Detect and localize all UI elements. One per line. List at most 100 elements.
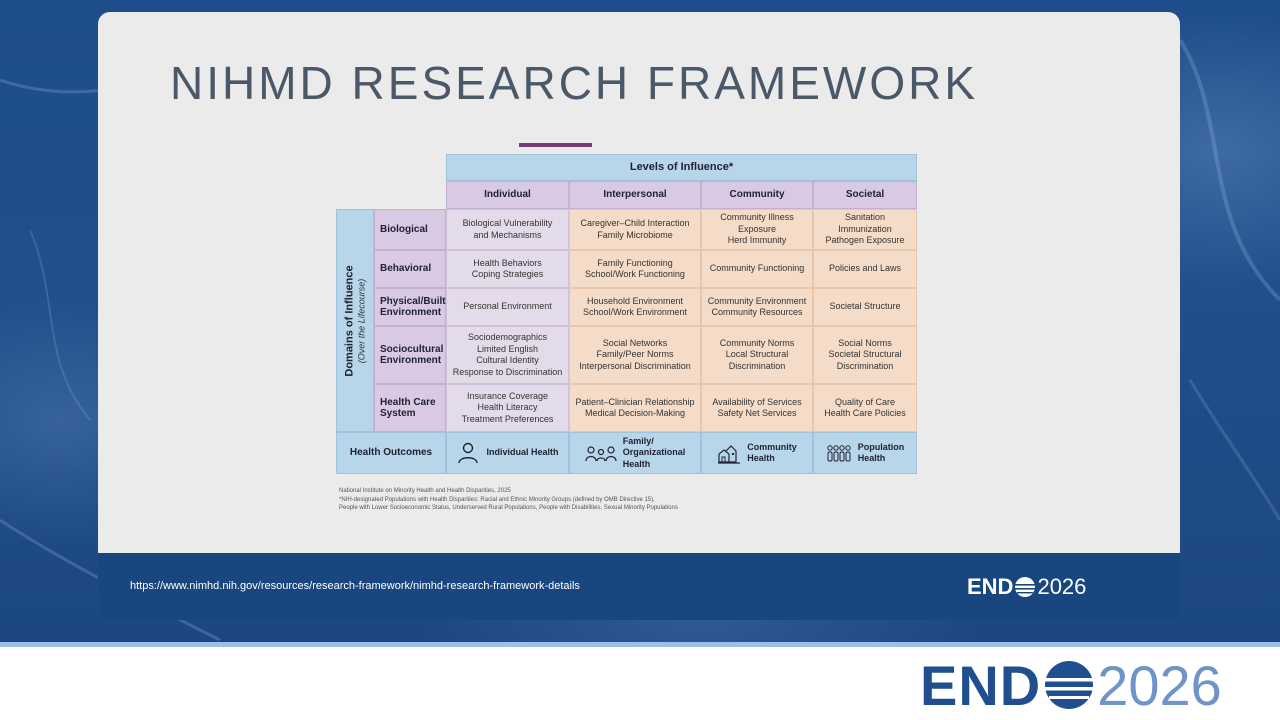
outcome-line: Family/ — [622, 435, 654, 446]
cell-line: Community Resources — [711, 307, 803, 317]
cell-line: School/Work Functioning — [585, 269, 685, 279]
cell-line: Community Environment — [707, 295, 807, 306]
cell-line: Social Norms — [838, 337, 892, 348]
logo-word: END — [967, 574, 1014, 599]
population-icon — [827, 445, 851, 462]
cell-line: Community Illness — [720, 212, 794, 223]
cell-line: Family/Peer Norms — [596, 349, 674, 360]
cell-line: and Mechanisms — [473, 229, 542, 240]
logo-word: END — [920, 653, 1042, 717]
cell-line: Health Literacy — [477, 402, 538, 413]
framework-footnotes: National Institute on Minority Health an… — [339, 487, 678, 513]
outcome-line: Population — [857, 441, 905, 452]
family-icon — [585, 446, 617, 462]
cell-line: Biological Vulnerability — [462, 218, 553, 228]
cell-line: Treatment Preferences — [461, 413, 554, 424]
cell-line: Social Networks — [602, 337, 668, 348]
cell-line: Community Norms — [719, 337, 795, 348]
outcome-line: Health — [622, 458, 651, 469]
domains-of-influence-label: Domains of Influence (Over the Lifecours… — [336, 209, 374, 432]
health-outcomes-label: Health Outcomes — [336, 432, 446, 474]
cell-line: Insurance Coverage — [466, 390, 549, 401]
globe-icon — [1045, 661, 1094, 709]
cell-line: Sanitation — [844, 212, 886, 223]
column-header-community: Community — [701, 181, 813, 209]
endo-logo-large: END 2026 — [920, 653, 1222, 717]
cell-line: Societal Structure — [829, 301, 901, 312]
person-icon — [458, 442, 479, 464]
endo-logo-small: END 2026 — [967, 574, 1086, 600]
cell-line: Immunization — [838, 223, 892, 234]
row-label-line: Biological — [380, 223, 428, 235]
logo-year: 2026 — [1037, 574, 1087, 599]
row-header-biological: Biological — [374, 209, 446, 250]
outcome-line: Health — [857, 453, 886, 463]
footer-accent-line — [0, 642, 1280, 647]
cell-line: Quality of Care — [834, 396, 895, 407]
cell-line: Family Functioning — [597, 257, 673, 268]
cell-behavioral-societal: Policies and Laws — [813, 250, 917, 288]
cell-line: Response to Discrimination — [452, 366, 563, 377]
cell-line: Coping Strategies — [471, 269, 544, 279]
community-houses-icon — [718, 445, 741, 464]
cell-line: School/Work Environment — [583, 307, 687, 317]
outcome-individual-health: Individual Health — [446, 432, 569, 474]
title-underline — [519, 143, 592, 147]
column-header-individual: Individual — [446, 181, 569, 209]
outcome-line: Organizational — [622, 447, 686, 458]
cell-behavioral-community: Community Functioning — [701, 250, 813, 288]
column-header-societal: Societal — [813, 181, 917, 209]
domains-subtitle: (Over the Lifecourse) — [356, 278, 366, 364]
cell-line: Medical Decision-Making — [584, 408, 686, 418]
row-label-line: Environment — [380, 355, 442, 366]
cell-line: Societal Structural — [828, 349, 902, 360]
cell-line: Availability of Services — [712, 396, 802, 407]
cell-line: Safety Net Services — [717, 408, 797, 418]
cell-line: Health Care Policies — [824, 408, 906, 418]
row-label-line: Environment — [380, 307, 442, 318]
cell-line: Health Behaviors — [473, 257, 542, 268]
row-label-line: Sociocultural — [380, 343, 444, 355]
cell-line: Patient–Clinician Relationship — [575, 396, 695, 407]
cell-line: Local Structural — [725, 349, 789, 360]
cell-line: Sociodemographics — [467, 332, 548, 342]
row-header-behavioral: Behavioral — [374, 250, 446, 288]
outcome-line: Health — [747, 453, 775, 463]
slide-title: NIHMD RESEARCH FRAMEWORK — [170, 57, 979, 109]
row-label-line: System — [380, 408, 416, 419]
logo-year: 2026 — [1097, 653, 1222, 717]
cell-line: Limited English — [476, 343, 538, 354]
cell-line: Exposure — [737, 223, 777, 234]
footnote-line: *NIH-designated Populations with Health … — [339, 496, 655, 503]
cell-line: Personal Environment — [463, 301, 552, 312]
domains-title: Domains of Influence — [343, 265, 356, 377]
row-label-line: Physical/Built — [380, 295, 446, 307]
outcome-line: Individual Health — [486, 447, 559, 458]
source-url[interactable]: https://www.nimhd.nih.gov/resources/rese… — [130, 580, 580, 592]
column-header-interpersonal: Interpersonal — [569, 181, 701, 209]
framework-table: Levels of Influence* Individual Interper… — [336, 154, 919, 474]
cell-line: Interpersonal Discrimination — [579, 360, 691, 371]
outcome-line: Community — [747, 441, 797, 452]
cell-line: Discrimination — [836, 360, 894, 371]
